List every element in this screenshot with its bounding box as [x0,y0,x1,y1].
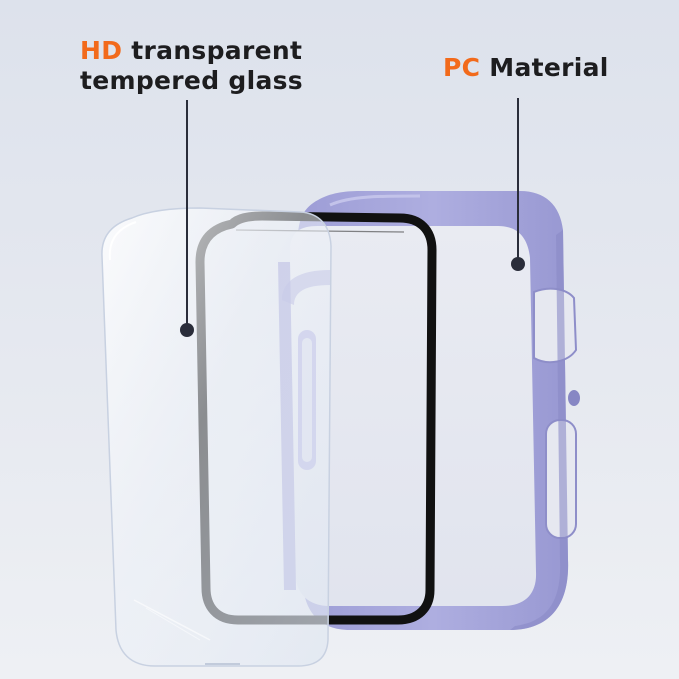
material-text: Material [480,53,609,82]
callout-dot-glass [180,323,194,337]
hd-accent-text: HD [80,36,123,65]
callout-dot-pc [511,257,525,271]
pc-material-label: PC Material [443,53,609,83]
transparent-text: transparent [122,36,303,65]
pc-protective-case [278,191,580,630]
hd-glass-label-line1: HD transparent [80,36,303,66]
callout-pc [511,98,525,271]
hd-glass-label: HD transparent tempered glass [80,36,303,96]
callout-glass [180,100,194,337]
pc-accent-text: PC [443,53,481,82]
tempered-glass-text: tempered glass [80,66,303,95]
tempered-glass-panel [101,207,332,667]
